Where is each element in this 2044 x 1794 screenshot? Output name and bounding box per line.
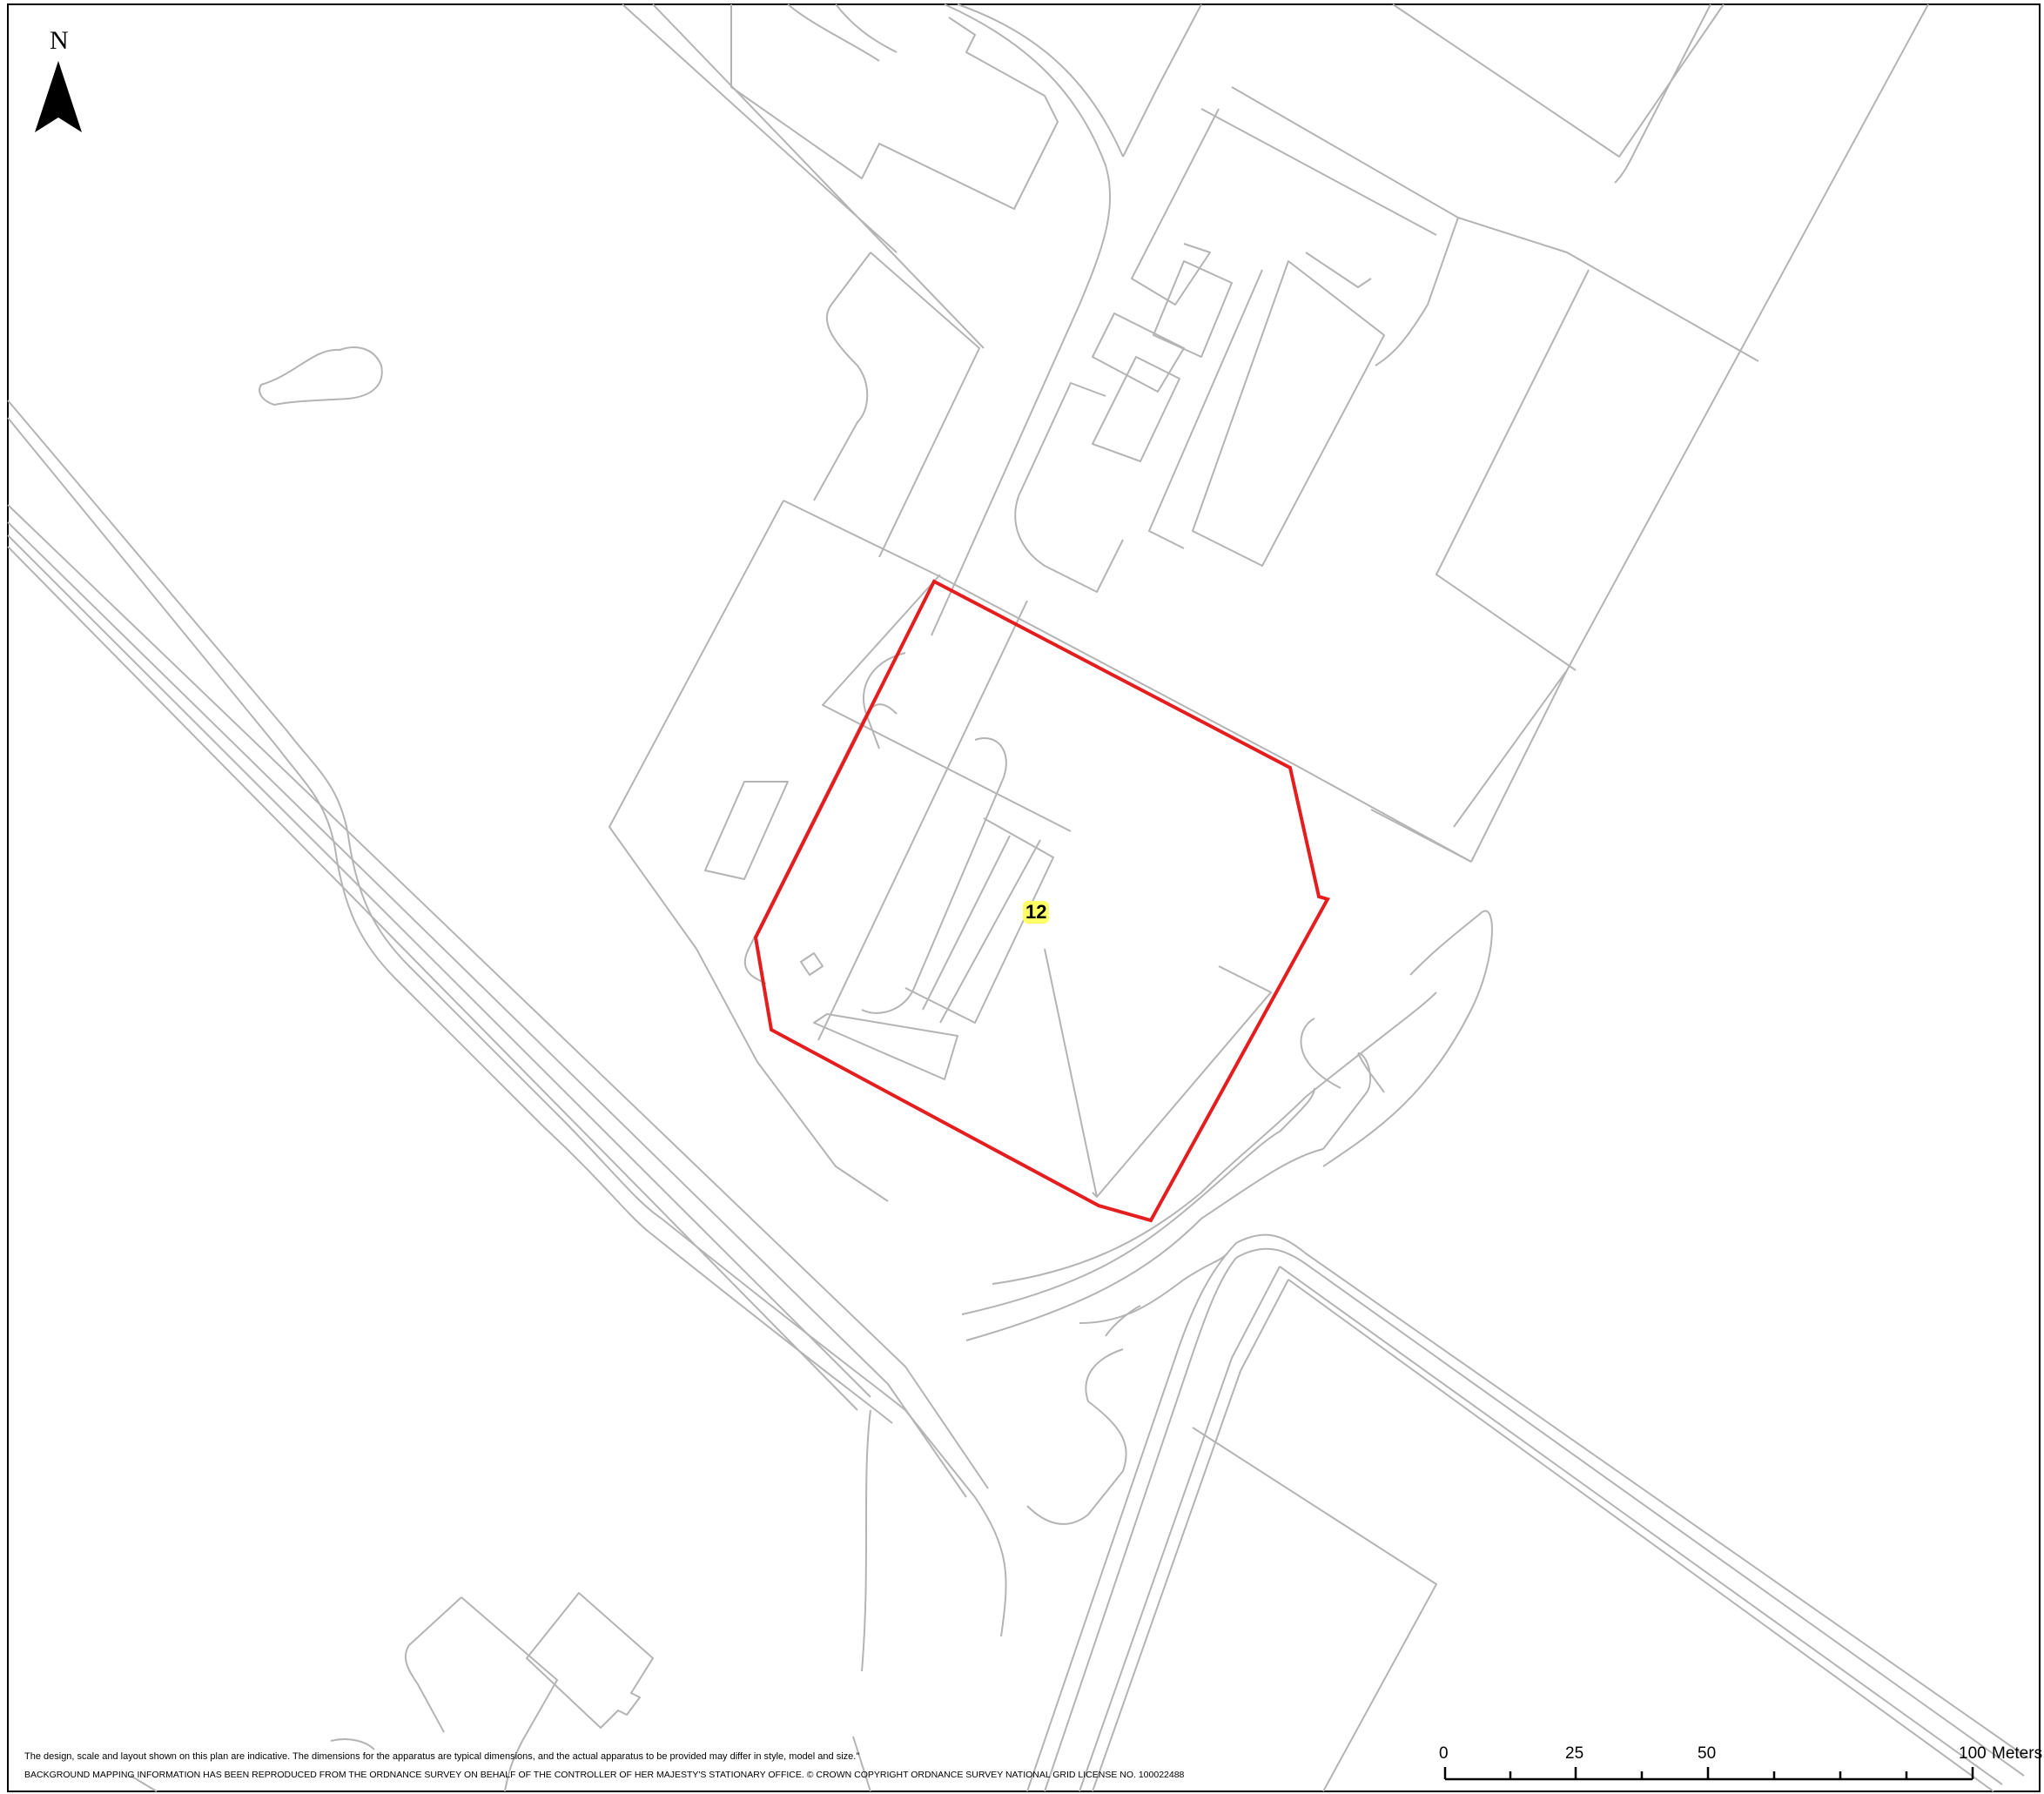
copyright-text: BACKGROUND MAPPING INFORMATION HAS BEEN … (24, 1770, 1185, 1780)
scale-tick-50: 50 (1698, 1744, 1717, 1763)
scale-unit: Meters (1992, 1744, 2043, 1763)
scale-tick-25: 25 (1565, 1744, 1584, 1763)
site-number-label: 12 (1023, 901, 1050, 924)
scale-bar (1443, 1767, 1974, 1781)
north-arrow-icon (35, 61, 82, 132)
disclaimer-text: The design, scale and layout shown on th… (24, 1751, 860, 1762)
scale-tick-0: 0 (1439, 1744, 1449, 1763)
background-mapping (7, 3, 2029, 1792)
site-boundary (753, 579, 1330, 1223)
map-border (7, 3, 2041, 1792)
north-label: N (50, 26, 69, 55)
scale-tick-100: 100 (1959, 1744, 1987, 1763)
